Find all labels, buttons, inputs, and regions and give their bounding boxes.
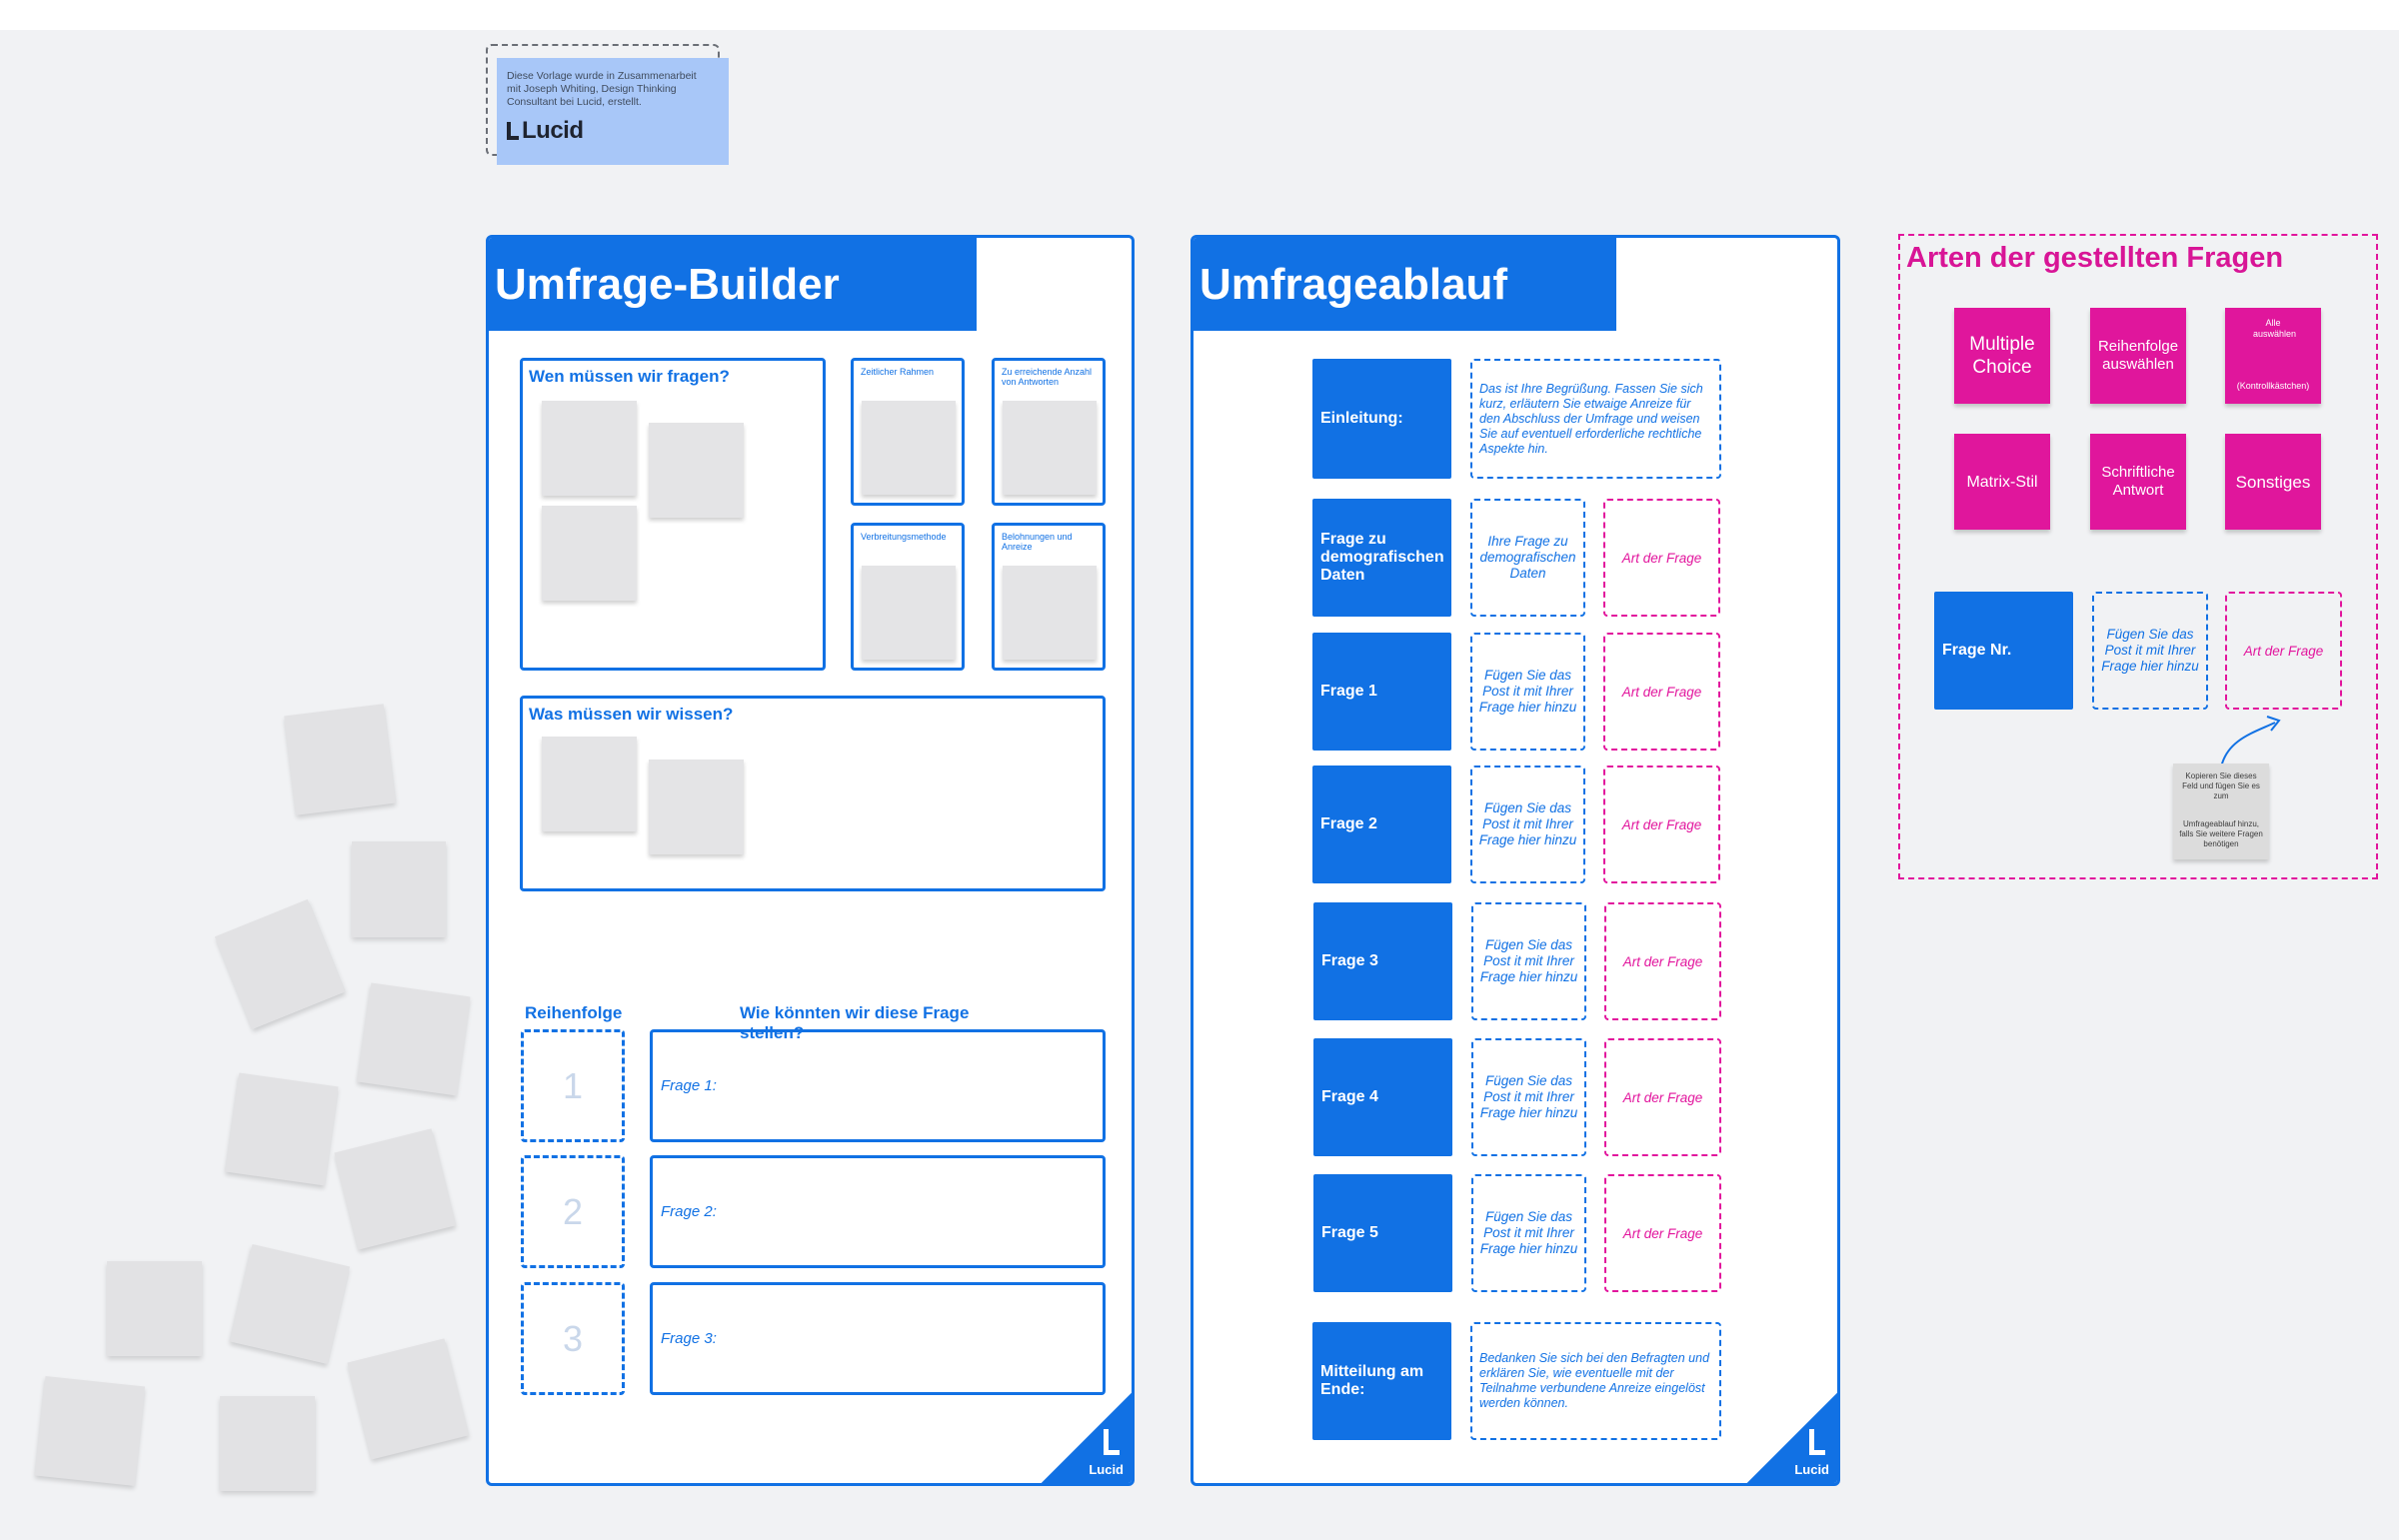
- order-box-1[interactable]: 1: [521, 1029, 625, 1142]
- question-2-type-box[interactable]: Art der Frage: [1603, 766, 1720, 883]
- what-section-title: Was müssen wir wissen?: [529, 705, 734, 724]
- answers-label: Zu erreichende Anzahl von Antworten: [1002, 367, 1093, 387]
- end-label: Mitteilung am Ende:: [1312, 1322, 1451, 1440]
- question-5-box[interactable]: Fügen Sie das Post it mit Ihrer Frage hi…: [1471, 1174, 1586, 1292]
- sticky-note[interactable]: [352, 841, 446, 937]
- template-question-box[interactable]: Fügen Sie das Post it mit Ihrer Frage hi…: [2092, 592, 2208, 710]
- sticky-note[interactable]: [862, 401, 956, 495]
- template-type-box[interactable]: Art der Frage: [2225, 592, 2342, 710]
- template-question-label[interactable]: Frage Nr.: [1934, 592, 2073, 710]
- order-label: Reihenfolge: [525, 1003, 623, 1022]
- select-all-label: Alle auswählen: [2253, 318, 2297, 339]
- question-5-type-box[interactable]: Art der Frage: [1604, 1174, 1721, 1292]
- sticky-note[interactable]: [284, 704, 396, 815]
- top-toolbar: [0, 0, 2399, 30]
- sticky-note[interactable]: [35, 1376, 145, 1486]
- lucid-mark-icon: [1809, 1429, 1825, 1455]
- demo-type-box[interactable]: Art der Frage: [1603, 499, 1720, 617]
- question-2-label: Frage 2: [1312, 766, 1451, 883]
- lucid-logo-text: Lucid: [522, 117, 584, 144]
- board-corner-badge: [1042, 1393, 1132, 1483]
- checkbox-hint: (Kontrollkästchen): [2236, 381, 2310, 391]
- sticky-note[interactable]: [107, 1261, 202, 1356]
- sticky-note[interactable]: [334, 1128, 456, 1250]
- demo-question-box[interactable]: Ihre Frage zu demografischen Daten: [1470, 499, 1585, 617]
- sticky-note[interactable]: [649, 423, 744, 518]
- rewards-label: Belohnungen und Anreize: [1002, 532, 1073, 552]
- sticky-note[interactable]: [542, 401, 637, 496]
- order-box-2[interactable]: 2: [521, 1155, 625, 1268]
- sticky-note[interactable]: [220, 1396, 315, 1491]
- sticky-note[interactable]: [214, 898, 346, 1030]
- intro-label: Einleitung:: [1312, 359, 1451, 479]
- how-label: Wie könnten wir diese Frage stellen?: [740, 1003, 970, 1042]
- time-section[interactable]: Zeitlicher Rahmen: [851, 358, 965, 506]
- sticky-note[interactable]: [1003, 401, 1097, 495]
- corner-logo-text: Lucid: [1794, 1462, 1829, 1477]
- lucid-mark-icon: [1104, 1429, 1120, 1455]
- sticky-note[interactable]: [542, 506, 637, 601]
- distribution-label: Verbreitungsmethode: [861, 532, 947, 542]
- question-box-1[interactable]: Frage 1:: [650, 1029, 1106, 1142]
- answers-section[interactable]: Zu erreichende Anzahl von Antworten: [992, 358, 1106, 506]
- question-2-box[interactable]: Fügen Sie das Post it mit Ihrer Frage hi…: [1470, 766, 1585, 883]
- curved-arrow-icon: [2220, 716, 2281, 769]
- question-types-frame: [1898, 234, 2378, 879]
- order-box-3[interactable]: 3: [521, 1282, 625, 1395]
- credit-note[interactable]: Diese Vorlage wurde in Zusammenarbeit mi…: [497, 58, 729, 165]
- lucid-logo: Lucid: [507, 117, 719, 145]
- question-3-box[interactable]: Fügen Sie das Post it mit Ihrer Frage hi…: [1471, 902, 1586, 1020]
- copy-note-line1: Kopieren Sie dieses Feld und fügen Sie e…: [2182, 771, 2260, 800]
- type-note-other[interactable]: Sonstiges: [2225, 434, 2321, 530]
- copy-instruction-note: Kopieren Sie dieses Feld und fügen Sie e…: [2173, 764, 2269, 859]
- sticky-note[interactable]: [225, 1072, 339, 1186]
- type-note-ranking[interactable]: Reihenfolge auswählen: [2090, 308, 2186, 404]
- sticky-note[interactable]: [862, 566, 956, 660]
- question-4-box[interactable]: Fügen Sie das Post it mit Ihrer Frage hi…: [1471, 1038, 1586, 1156]
- who-section-title: Wen müssen wir fragen?: [529, 367, 730, 386]
- board-corner-badge: [1747, 1393, 1837, 1483]
- survey-flow-title: Umfrageablauf: [1194, 238, 1616, 331]
- survey-flow-board: Umfrageablauf Einleitung: Das ist Ihre B…: [1191, 235, 1840, 1486]
- distribution-section[interactable]: Verbreitungsmethode: [851, 523, 965, 671]
- what-section[interactable]: Was müssen wir wissen?: [520, 696, 1106, 891]
- sticky-note[interactable]: [357, 982, 471, 1096]
- question-4-type-box[interactable]: Art der Frage: [1604, 1038, 1721, 1156]
- question-3-label: Frage 3: [1313, 902, 1452, 1020]
- sticky-note[interactable]: [230, 1244, 350, 1364]
- sticky-note[interactable]: [649, 760, 744, 854]
- end-text-box[interactable]: Bedanken Sie sich bei den Befragten und …: [1470, 1322, 1721, 1440]
- question-types-title: Arten der gestellten Fragen: [1906, 242, 2284, 274]
- type-note-matrix[interactable]: Matrix-Stil: [1954, 434, 2050, 530]
- question-box-2[interactable]: Frage 2:: [650, 1155, 1106, 1268]
- intro-text-box[interactable]: Das ist Ihre Begrüßung. Fassen Sie sich …: [1470, 359, 1721, 479]
- time-label: Zeitlicher Rahmen: [861, 367, 935, 377]
- question-4-label: Frage 4: [1313, 1038, 1452, 1156]
- rewards-section[interactable]: Belohnungen und Anreize: [992, 523, 1106, 671]
- question-3-type-box[interactable]: Art der Frage: [1604, 902, 1721, 1020]
- who-section[interactable]: Wen müssen wir fragen?: [520, 358, 826, 671]
- sticky-note[interactable]: [347, 1338, 469, 1460]
- type-note-multiple-choice[interactable]: Multiple Choice: [1954, 308, 2050, 404]
- demo-label: Frage zu demografischen Daten: [1312, 499, 1451, 617]
- corner-logo-text: Lucid: [1089, 1462, 1124, 1477]
- question-1-box[interactable]: Fügen Sie das Post it mit Ihrer Frage hi…: [1470, 633, 1585, 751]
- credit-text: Diese Vorlage wurde in Zusammenarbeit mi…: [507, 70, 697, 108]
- question-box-3[interactable]: Frage 3:: [650, 1282, 1106, 1395]
- survey-builder-board: Umfrage-Builder Wen müssen wir fragen? Z…: [486, 235, 1135, 1486]
- sticky-note[interactable]: [542, 737, 637, 831]
- type-note-written[interactable]: Schriftliche Antwort: [2090, 434, 2186, 530]
- type-note-select-all[interactable]: Alle auswählen (Kontrollkästchen): [2225, 308, 2321, 404]
- survey-builder-title: Umfrage-Builder: [489, 238, 977, 331]
- copy-note-line2: Umfrageablauf hinzu, falls Sie weitere F…: [2179, 819, 2263, 848]
- sticky-note[interactable]: [1003, 566, 1097, 660]
- question-5-label: Frage 5: [1313, 1174, 1452, 1292]
- question-1-label: Frage 1: [1312, 633, 1451, 751]
- lucid-mark-icon: [507, 122, 519, 140]
- question-1-type-box[interactable]: Art der Frage: [1603, 633, 1720, 751]
